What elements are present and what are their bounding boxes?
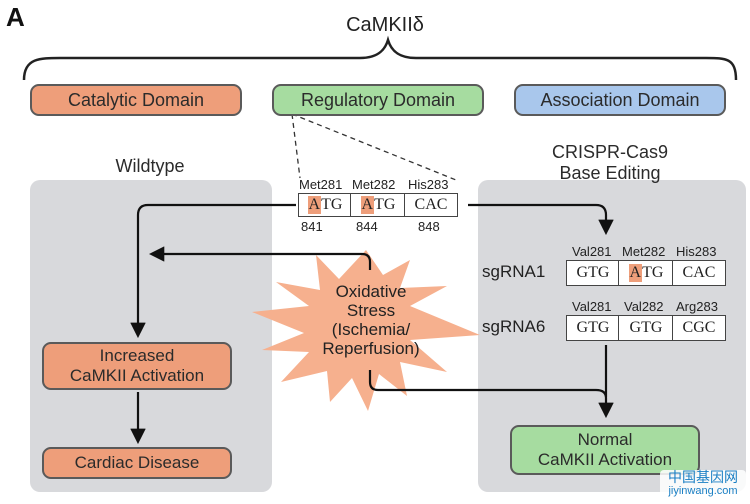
wt-label-2: Met282 xyxy=(352,177,396,192)
wt-label-3: His283 xyxy=(408,177,449,192)
sg1-codon-1-text: GTG xyxy=(576,264,610,281)
stress-star xyxy=(252,250,480,411)
sg6-label-2: Val282 xyxy=(624,299,664,314)
sg6-codon-1: GTG xyxy=(566,315,620,341)
wt-pos-1: 841 xyxy=(301,219,323,234)
sg6-codon-2: GTG xyxy=(618,315,674,341)
arrow-to-increased xyxy=(130,203,296,339)
oxidative-stress-label: Oxidative Stress (Ischemia/ Reperfusion) xyxy=(322,282,420,358)
zoom-line-right xyxy=(291,113,457,181)
increased-activation-box: Increased CaMKII Activation xyxy=(42,342,232,390)
sg6-codon-3-text: CGC xyxy=(682,319,716,336)
sg6-codon-3: CGC xyxy=(672,315,726,341)
catalytic-domain: Catalytic Domain xyxy=(30,84,242,116)
sg1-codon-2-edit: A xyxy=(628,264,643,282)
sg1-label-2: Met282 xyxy=(622,244,666,259)
sg1-label-3: His283 xyxy=(676,244,717,259)
wt-codon-2-edit: A xyxy=(360,196,375,214)
wildtype-panel xyxy=(30,180,272,492)
sg6-codon-1-text: GTG xyxy=(576,319,610,336)
sg6-codon-2-text: GTG xyxy=(629,319,663,336)
sgrna1-name: sgRNA1 xyxy=(482,262,546,281)
association-domain: Association Domain xyxy=(514,84,726,116)
sg1-codon-3: CAC xyxy=(672,260,726,286)
sg1-codon-2-rest: TG xyxy=(642,264,664,281)
cardiac-disease-box: Cardiac Disease xyxy=(42,447,232,479)
arrow-stress-to-wildtype xyxy=(148,246,372,270)
sg6-label-3: Arg283 xyxy=(676,299,718,314)
panel-label: A xyxy=(6,2,25,32)
domain-brace xyxy=(22,35,738,81)
wt-codon-3-text: CAC xyxy=(414,196,448,213)
sg6-label-1: Val281 xyxy=(572,299,612,314)
wt-pos-3: 848 xyxy=(418,219,440,234)
wildtype-title: Wildtype xyxy=(115,156,185,176)
wt-codon-1-edit: A xyxy=(307,196,322,214)
watermark-line1: 中国基因网 xyxy=(668,469,738,485)
wt-label-1: Met281 xyxy=(299,177,343,192)
sg1-codon-3-text: CAC xyxy=(682,264,716,281)
sg1-label-1: Val281 xyxy=(572,244,612,259)
watermark-line2: jiyinwang.com xyxy=(668,485,738,497)
watermark: 中国基因网 jiyinwang.com xyxy=(660,470,746,500)
protein-name: CaMKIIδ xyxy=(346,14,424,36)
normal-activation-box: Normal CaMKII Activation xyxy=(510,425,700,475)
wt-codon-1-rest: TG xyxy=(321,196,343,213)
wt-pos-2: 844 xyxy=(356,219,378,234)
sgrna6-name: sgRNA6 xyxy=(482,317,546,336)
crispr-title: CRISPR-Cas9 Base Editing xyxy=(551,142,669,183)
regulatory-domain: Regulatory Domain xyxy=(272,84,484,116)
sg1-codon-1: GTG xyxy=(566,260,620,286)
wt-codon-3: CAC xyxy=(404,193,458,217)
arrow-to-crispr xyxy=(468,203,614,236)
wt-codon-2-rest: TG xyxy=(374,196,396,213)
zoom-line-left xyxy=(291,113,301,179)
